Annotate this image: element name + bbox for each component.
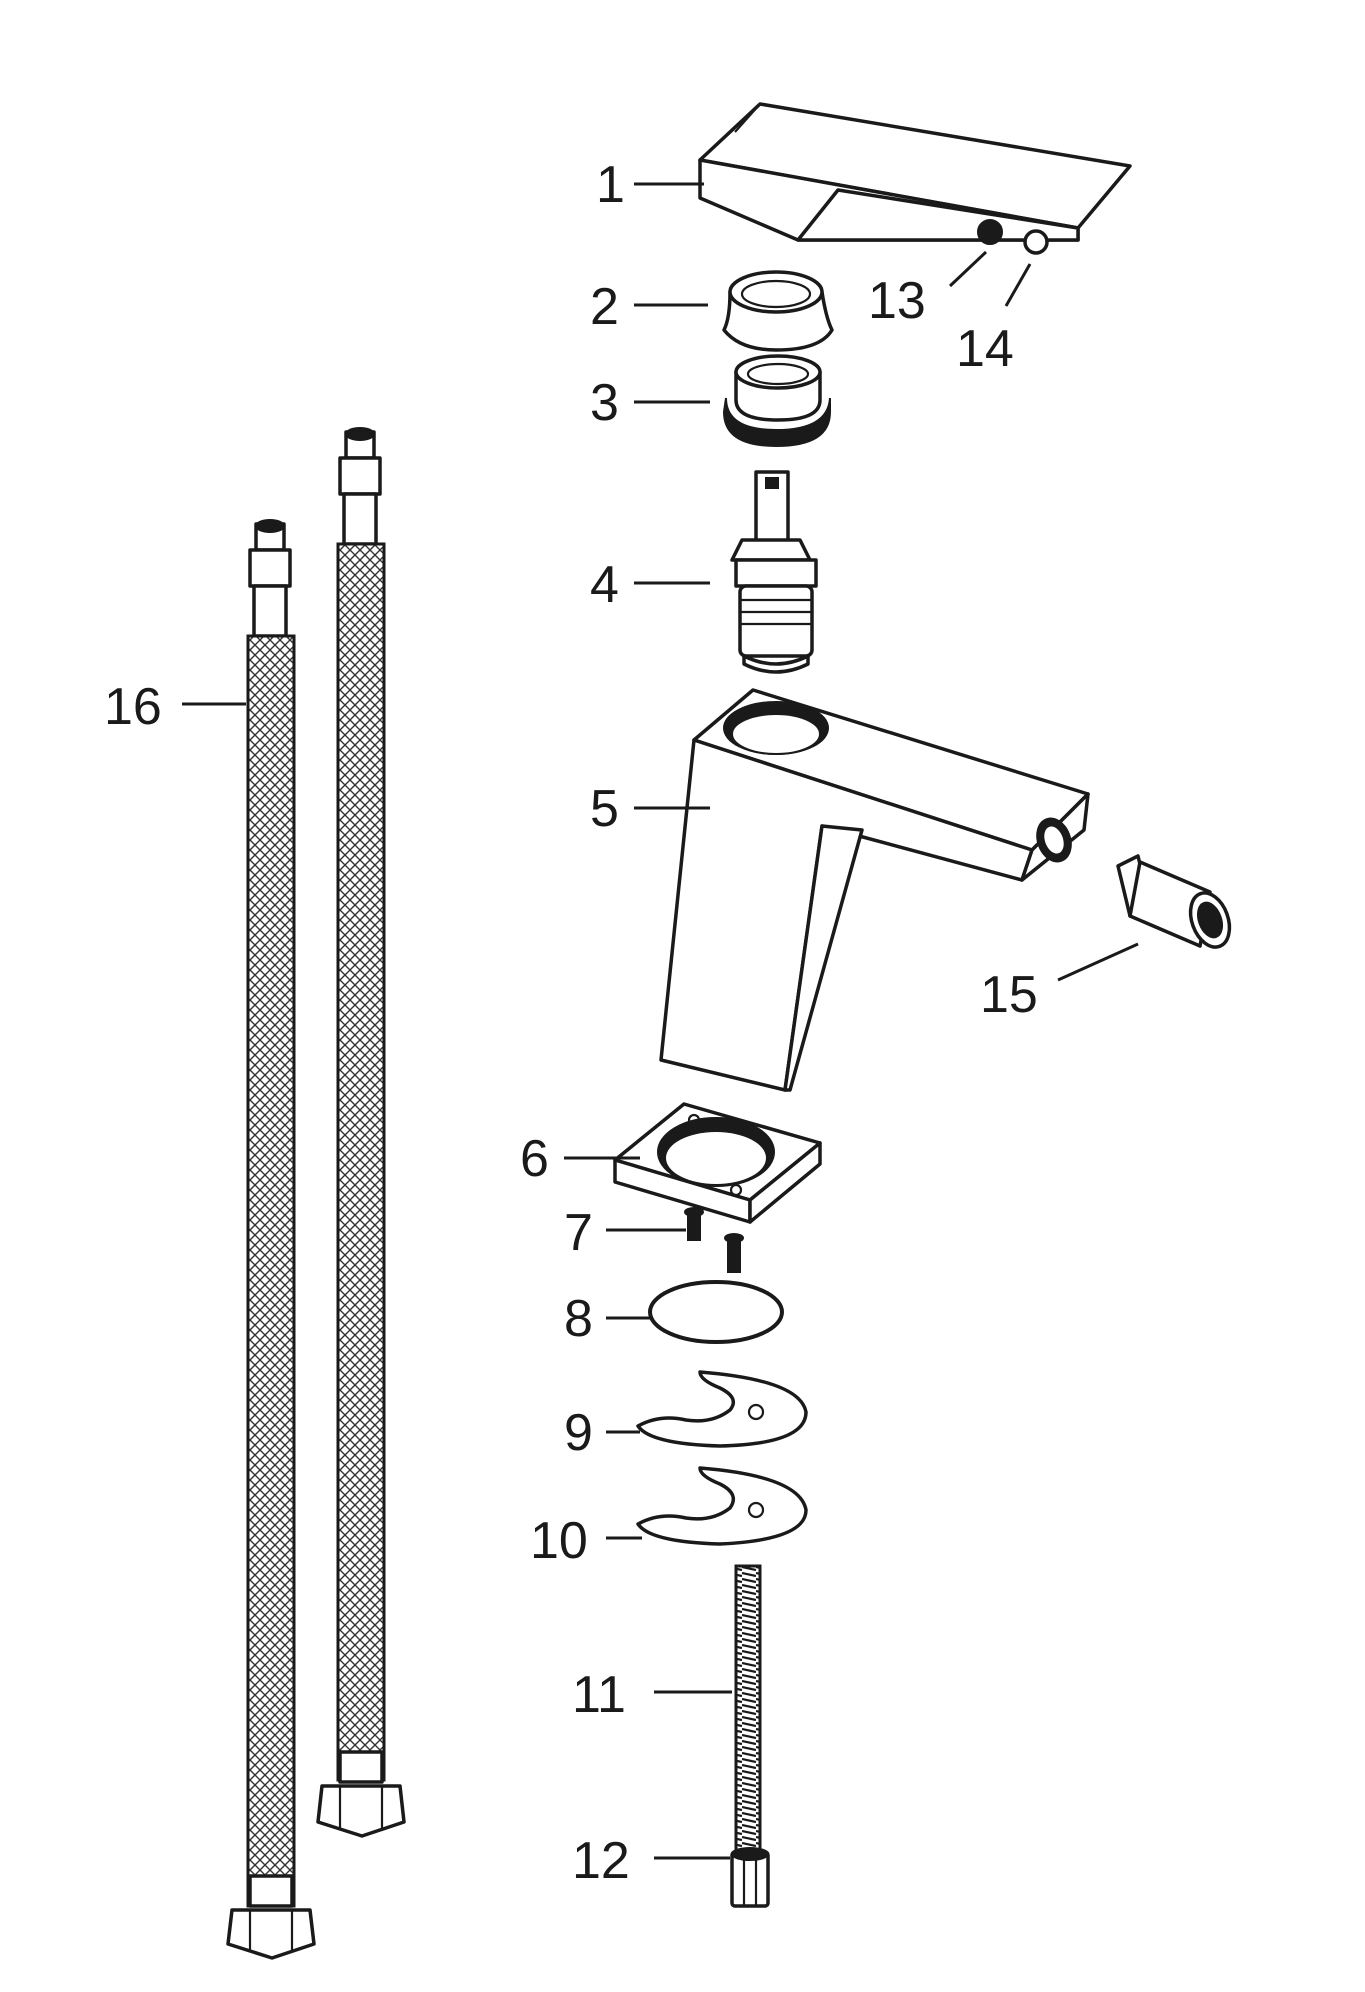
part-4-cartridge [730,470,818,674]
callout-labels: 1 2 3 4 5 6 7 8 9 10 11 12 13 14 15 16 [104,156,1038,1890]
callout-6: 6 [520,1130,549,1188]
leader-15 [1057,942,1139,982]
part-2-cover-cap [722,270,834,352]
part-16-flex-hose-right [316,427,406,1838]
part-8-o-ring [648,1280,784,1344]
callout-13: 13 [868,272,926,330]
callout-12: 12 [572,1832,630,1890]
part-1-lever-handle [698,102,1132,255]
callout-10: 10 [530,1512,588,1570]
part-9-horseshoe-washer [636,1370,808,1448]
part-6-mounting-plate [613,1102,822,1224]
callout-5: 5 [590,780,619,838]
part-14-cap [1023,229,1049,255]
callout-14: 14 [956,320,1014,378]
part-5-mixer-body [659,688,1090,1092]
leader-lines [182,182,1139,1860]
callout-3: 3 [590,374,619,432]
callout-16: 16 [104,678,162,736]
leader-14 [1004,263,1032,307]
leader-13 [948,250,988,288]
part-12-nut [730,1847,770,1908]
part-15-aerator [1116,854,1232,949]
part-10-horseshoe-washer [636,1466,808,1546]
callout-9: 9 [564,1404,593,1462]
part-13-grub-screw [977,219,1003,245]
part-7-screws [684,1207,744,1273]
callout-2: 2 [590,278,619,336]
callout-15: 15 [980,966,1038,1024]
part-11-threaded-rod [734,1564,762,1858]
callout-11: 11 [572,1666,626,1724]
callout-1: 1 [596,156,625,214]
part-16-flex-hose-left [226,519,316,1960]
part-3-ring-nut [722,354,831,448]
callout-8: 8 [564,1290,593,1348]
callout-7: 7 [564,1204,593,1262]
callout-4: 4 [590,556,619,614]
